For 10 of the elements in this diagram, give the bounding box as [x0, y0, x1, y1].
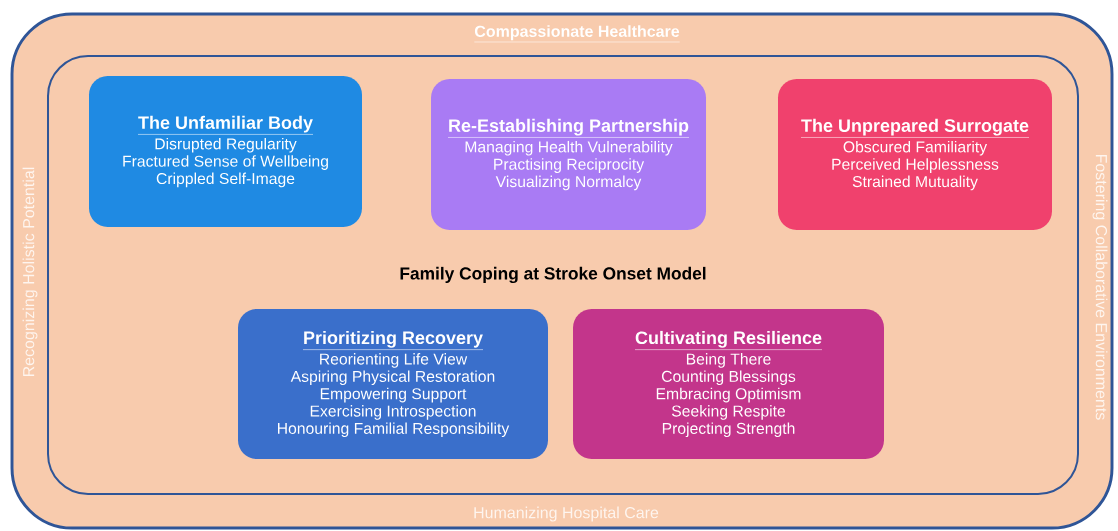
frame-heading: Compassionate Healthcare — [474, 25, 680, 43]
model-title: Family Coping at Stroke Onset Model — [400, 266, 706, 284]
theme-box: Cultivating Resilience Being There Counting Blessings Embracing Optimism Seeking Respite Projecting Strength — [573, 309, 884, 459]
theme-box: The Unfamiliar Body Disrupted Regularity Fractured Sense of Wellbeing Crippled Self-Image — [89, 76, 362, 227]
theme-box: The Unprepared Surrogate Obscured Familiarity Perceived Helplessness Strained Mutuality — [778, 79, 1052, 230]
theme-box: Re-Establishing Partnership Managing Health Vulnerability Practising Reciprocity Visualizing Normalcy — [431, 79, 706, 230]
theme-box: Prioritizing Recovery Reorienting Life View Aspiring Physical Restoration Empowering Support Exercising Introspection Honouring Familial Responsibility — [238, 309, 548, 459]
bottom-label: Humanizing Hospital Care — [474, 506, 659, 522]
side-label: Recognizing Holistic Potential — [22, 167, 38, 377]
side-label: Fostering Collaborative Environments — [1092, 154, 1108, 420]
